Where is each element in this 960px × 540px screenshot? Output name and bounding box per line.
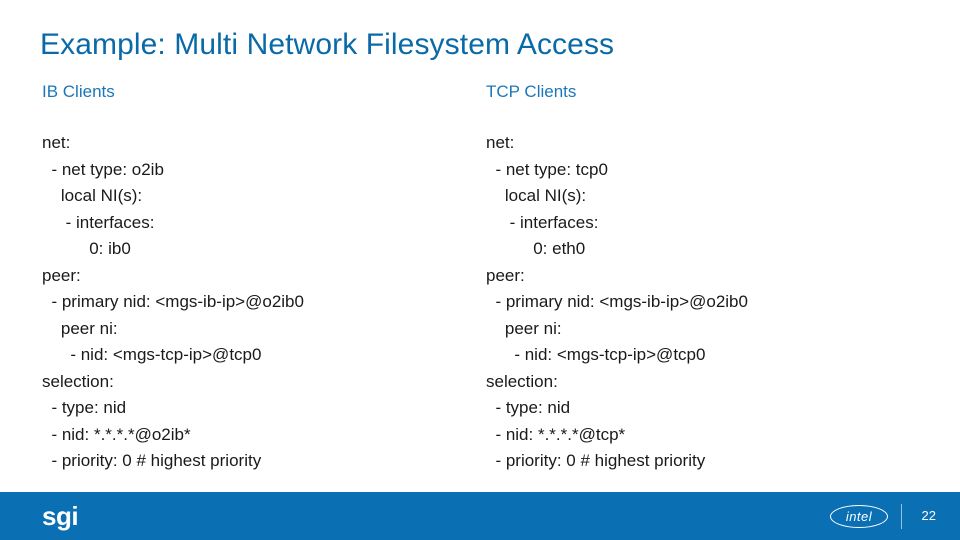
column-tcp-clients: TCP Clients net: - net type: tcp0 local … [486,82,748,475]
column-heading-tcp: TCP Clients [486,82,577,101]
sgi-logo: sgi [42,501,79,531]
page-number: 22 [921,508,936,523]
config-block-tcp: net: - net type: tcp0 local NI(s): - int… [486,133,748,470]
intel-logo: intel [830,505,888,528]
page-title: Example: Multi Network Filesystem Access [40,28,615,61]
config-block-ib: net: - net type: o2ib local NI(s): - int… [42,133,304,470]
column-ib-clients: IB Clients net: - net type: o2ib local N… [42,82,304,475]
footer-divider [901,504,902,529]
footer-bar: sgi intel 22 [0,492,960,540]
column-heading-ib: IB Clients [42,82,115,101]
